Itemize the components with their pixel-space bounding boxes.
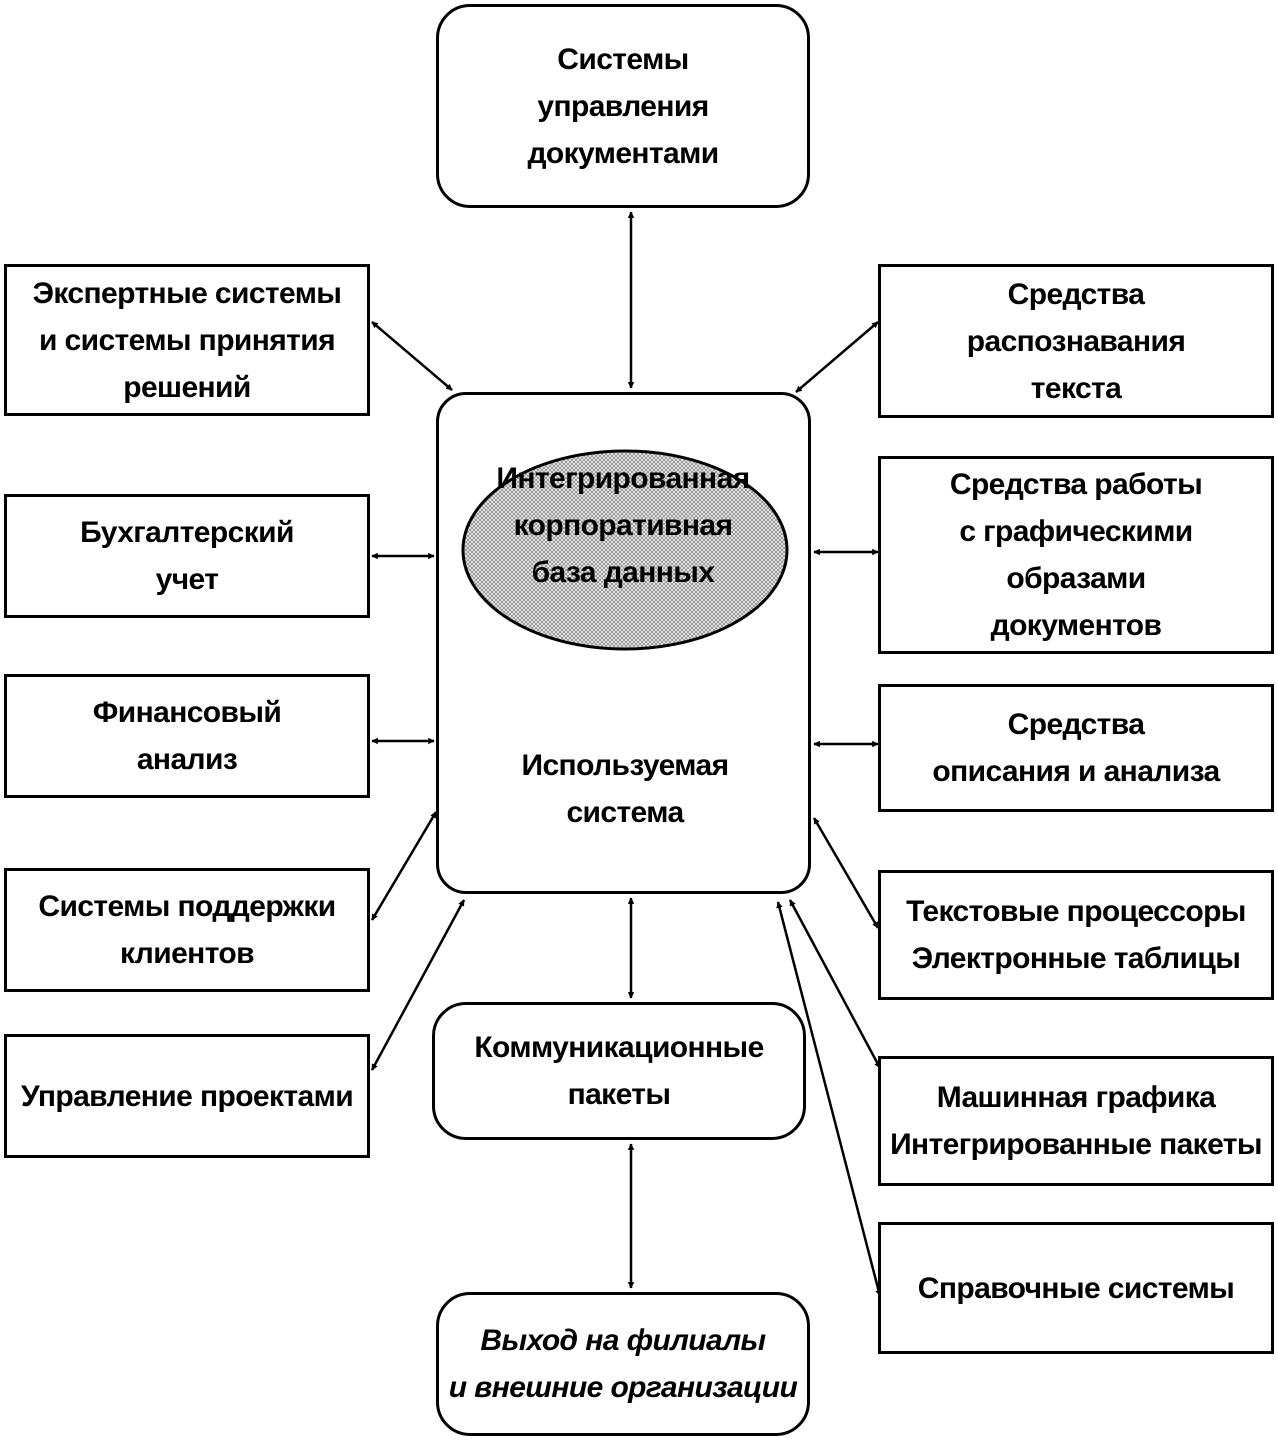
database-ellipse <box>461 449 789 651</box>
used-system-box <box>436 392 811 894</box>
arrow-help <box>776 901 882 1297</box>
expert-systems-label: Экспертные системы и системы принятия ре… <box>32 276 342 404</box>
text-recognition-box: Средства распознавания текста <box>878 264 1274 418</box>
communication-packages-label: Коммуникационные пакеты <box>474 1031 764 1111</box>
customer-support-label: Системы поддержки клиентов <box>38 890 336 970</box>
financial-analysis-box: Финансовый анализ <box>4 674 370 798</box>
communication-packages-box: Коммуникационные пакеты <box>432 1002 806 1140</box>
used-system-label: Используемая система <box>521 749 730 829</box>
reference-systems-label: Справочные системы <box>917 1271 1235 1305</box>
external-access-label: Выход на филиалы и внешние организации <box>448 1324 798 1404</box>
reference-systems-box: Справочные системы <box>878 1222 1274 1354</box>
machine-graphics-label: Машинная графика Интегрированные пакеты <box>890 1081 1262 1161</box>
financial-analysis-label: Финансовый анализ <box>92 696 282 776</box>
arrow-support <box>370 811 438 921</box>
document-management-label: Системы управления документами <box>527 42 719 170</box>
accounting-box: Бухгалтерский учет <box>4 494 370 618</box>
description-analysis-box: Средства описания и анализа <box>878 684 1274 812</box>
project-management-label: Управление проектами <box>20 1079 354 1113</box>
graphic-images-label: Средства работы с графическими образами … <box>949 468 1203 642</box>
arrow-ocr <box>795 321 879 393</box>
expert-systems-box: Экспертные системы и системы принятия ре… <box>4 264 370 416</box>
machine-graphics-box: Машинная графика Интегрированные пакеты <box>878 1056 1274 1186</box>
text-processors-box: Текстовые процессоры Электронные таблицы <box>878 870 1274 1000</box>
project-management-box: Управление проектами <box>4 1034 370 1158</box>
text-processors-label: Текстовые процессоры Электронные таблицы <box>906 895 1246 975</box>
arrow-projects <box>370 899 466 1071</box>
external-access-box: Выход на филиалы и внешние организации <box>436 1292 810 1436</box>
arrow-text-tools <box>812 817 880 929</box>
database-label: Интегрированная корпоративная база данны… <box>496 462 750 589</box>
description-analysis-label: Средства описания и анализа <box>932 708 1220 788</box>
arrow-expert <box>371 321 453 391</box>
document-management-box: Системы управления документами <box>436 4 810 208</box>
customer-support-box: Системы поддержки клиентов <box>4 868 370 992</box>
graphic-images-box: Средства работы с графическими образами … <box>878 456 1274 654</box>
text-recognition-label: Средства распознавания текста <box>966 277 1186 405</box>
accounting-label: Бухгалтерский учет <box>80 516 294 596</box>
